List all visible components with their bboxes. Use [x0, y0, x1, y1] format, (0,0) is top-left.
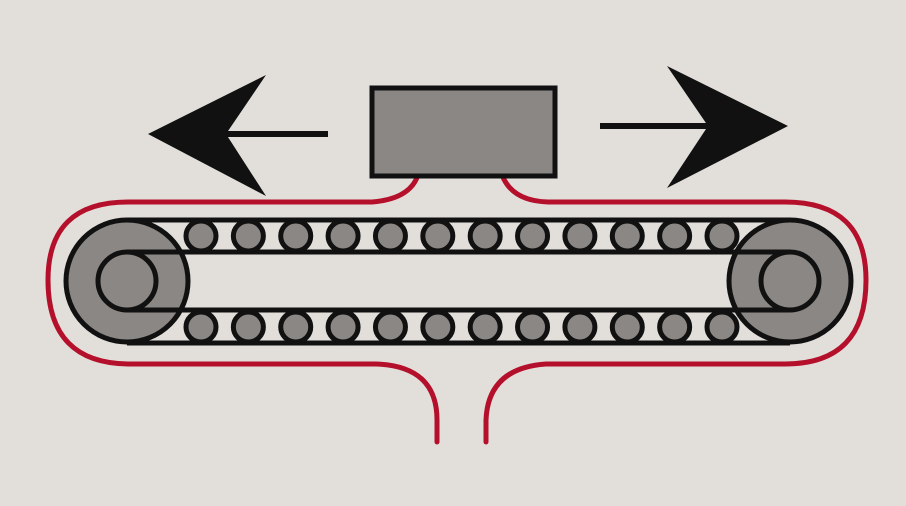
upper-roller-9 — [562, 218, 598, 254]
lower-roller-11 — [657, 309, 693, 345]
upper-roller-8 — [515, 218, 551, 254]
lower-roller-10 — [609, 309, 645, 345]
upper-roller-5 — [372, 218, 408, 254]
upper-roller-1 — [183, 218, 219, 254]
upper-rollers — [183, 218, 740, 254]
lower-roller-4 — [325, 309, 361, 345]
upper-roller-11 — [657, 218, 693, 254]
conveyor-belt-icon — [63, 217, 854, 346]
lower-roller-7 — [467, 309, 503, 345]
lower-roller-12 — [704, 309, 740, 345]
upper-roller-2 — [230, 218, 266, 254]
upper-roller-6 — [420, 218, 456, 254]
left-pulley-hub — [95, 249, 159, 313]
lower-rollers — [183, 309, 740, 345]
arrow-right-icon — [600, 66, 788, 188]
right-pulley-hub — [758, 249, 822, 313]
upper-roller-3 — [278, 218, 314, 254]
box-load-icon — [369, 85, 558, 179]
lower-roller-9 — [562, 309, 598, 345]
red-line-upper — [45, 172, 869, 445]
upper-roller-7 — [467, 218, 503, 254]
upper-roller-4 — [325, 218, 361, 254]
lower-roller-2 — [230, 309, 266, 345]
lower-roller-3 — [278, 309, 314, 345]
lower-roller-5 — [372, 309, 408, 345]
arrow-left-icon — [148, 75, 328, 196]
upper-roller-10 — [609, 218, 645, 254]
lower-roller-1 — [183, 309, 219, 345]
lower-roller-6 — [420, 309, 456, 345]
lower-roller-8 — [515, 309, 551, 345]
upper-roller-12 — [704, 218, 740, 254]
